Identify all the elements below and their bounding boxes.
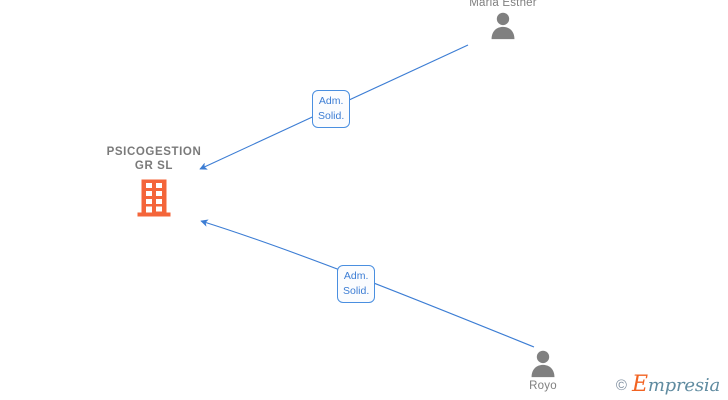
edge-label-top-line1: Adm. [318, 95, 344, 107]
edge-label-adm-solid-bottom[interactable]: Adm. Solid. [337, 265, 376, 303]
edge-label-bottom-line1: Adm. [343, 270, 369, 282]
copyright-symbol: © [615, 376, 627, 394]
empresia-logo-text: Empresia [632, 374, 720, 396]
node-label-royo: Royo [529, 380, 557, 392]
empresia-watermark: © Empresia [616, 374, 720, 396]
edge-label-adm-solid-top[interactable]: Adm. Solid. [312, 90, 351, 128]
node-company-psicogestion[interactable]: PSICOGESTION GR SL [94, 145, 214, 219]
edge-label-bottom-line2: Solid. [343, 285, 370, 297]
brand-initial: E [631, 372, 648, 397]
building-icon [137, 179, 171, 217]
node-person-royo[interactable]: Royo [503, 348, 583, 393]
person-icon [531, 350, 555, 378]
edge-label-top-line2: Solid. [318, 110, 345, 122]
company-name-line2: GR SL [134, 160, 174, 172]
node-label-maria-esther: Maria Esther [469, 0, 537, 9]
brand-rest: mpresia [647, 375, 720, 396]
person-icon [491, 12, 515, 40]
company-name-line1: PSICOGESTION [106, 146, 202, 158]
node-person-maria-esther[interactable]: Maria Esther [463, 0, 543, 40]
